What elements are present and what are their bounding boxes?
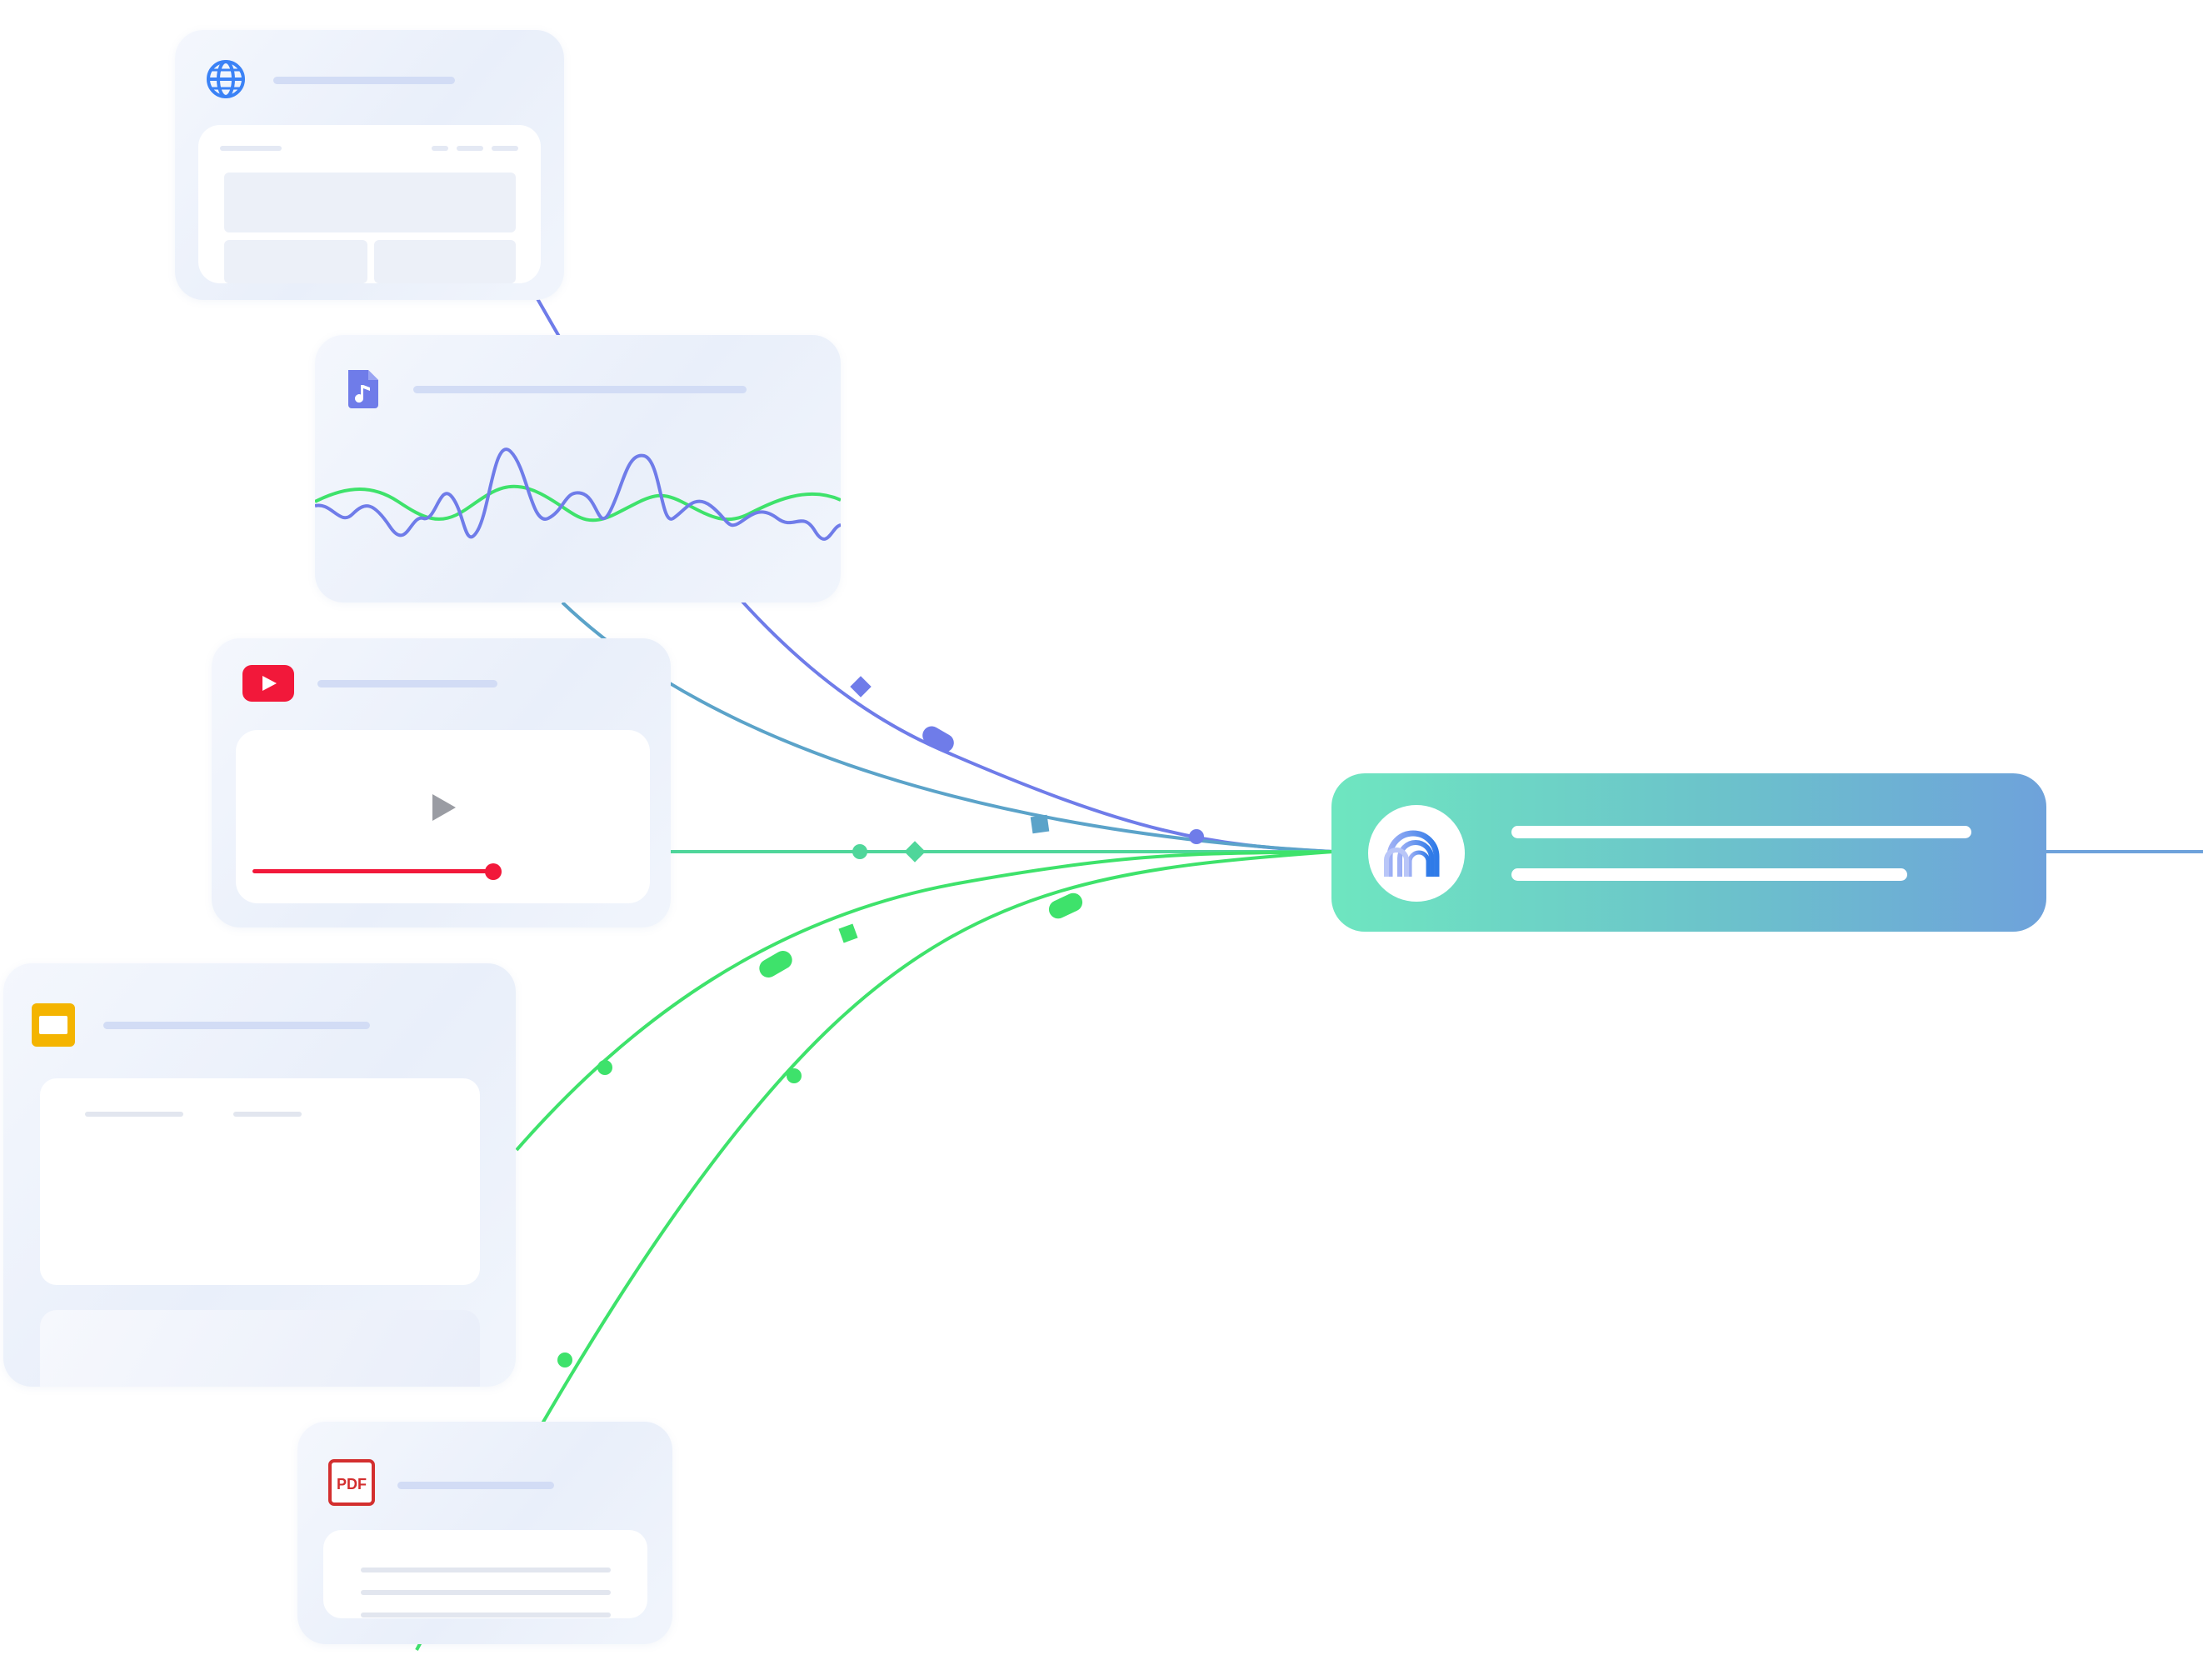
card-title-placeholder — [317, 680, 497, 688]
text-placeholder — [220, 146, 282, 151]
marker-square — [838, 923, 858, 943]
content-block — [224, 172, 516, 232]
content-block — [374, 240, 516, 283]
audio-file-icon — [348, 370, 378, 408]
youtube-icon — [242, 665, 294, 702]
slide-thumbnail — [40, 1310, 480, 1387]
pdf-icon-label: PDF — [337, 1476, 367, 1492]
video-player[interactable] — [236, 730, 650, 903]
video-progress-handle[interactable] — [485, 863, 502, 880]
hub-node[interactable] — [1331, 773, 2046, 932]
text-placeholder — [85, 1112, 183, 1117]
text-placeholder — [233, 1112, 302, 1117]
slides-icon — [32, 1003, 75, 1047]
webpage-preview — [198, 125, 541, 283]
card-title-placeholder — [103, 1022, 370, 1029]
arch-logo-icon — [1384, 830, 1440, 877]
marker-diamond — [904, 841, 926, 862]
slide-preview — [40, 1078, 480, 1285]
card-title-placeholder — [413, 386, 747, 393]
marker-pill — [759, 951, 792, 978]
audio-source-card — [315, 335, 841, 602]
marker-pill — [922, 726, 954, 752]
hub-logo — [1368, 805, 1465, 902]
video-source-card — [212, 638, 671, 928]
text-placeholder — [492, 146, 518, 151]
marker-dot — [852, 844, 867, 859]
pdf-source-card: PDF — [297, 1422, 672, 1644]
marker-diamond — [850, 676, 872, 698]
text-placeholder — [361, 1568, 611, 1572]
hub-subtitle-placeholder — [1511, 868, 1907, 881]
slides-source-card — [3, 963, 516, 1387]
card-title-placeholder — [273, 77, 455, 84]
pdf-preview — [323, 1530, 647, 1618]
audio-waveform — [315, 448, 841, 541]
play-icon[interactable] — [431, 792, 457, 822]
content-block — [224, 240, 367, 283]
text-placeholder — [457, 146, 483, 151]
marker-dot — [557, 1352, 572, 1368]
hub-title-placeholder — [1511, 826, 1971, 838]
marker-square — [1030, 814, 1050, 834]
marker-pill — [1048, 892, 1083, 919]
connector-audio — [561, 601, 1334, 853]
globe-icon — [207, 60, 245, 98]
text-placeholder — [432, 146, 448, 151]
text-placeholder — [361, 1590, 611, 1595]
pdf-icon: PDF — [328, 1459, 375, 1506]
marker-dot — [1189, 829, 1204, 844]
card-title-placeholder — [397, 1482, 554, 1489]
web-source-card — [175, 30, 564, 300]
marker-dot — [787, 1068, 802, 1083]
video-progress-track[interactable] — [252, 869, 494, 873]
marker-dot — [597, 1060, 612, 1075]
connector-slides — [515, 850, 1334, 1152]
text-placeholder — [361, 1612, 611, 1618]
